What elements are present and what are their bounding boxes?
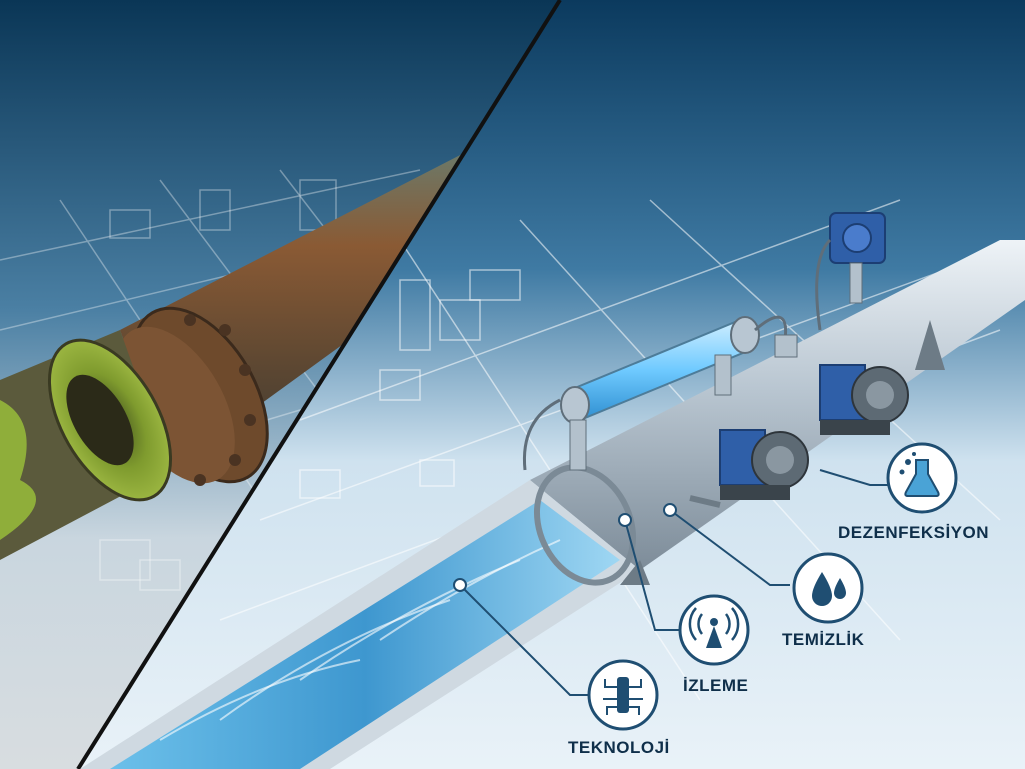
dosing-pump-2 [689, 429, 809, 508]
split-divider [76, 0, 562, 769]
leader-dots [453, 503, 677, 592]
sensor-transmitter [815, 212, 886, 331]
leader-lines [459, 469, 888, 696]
circuit-chip-icon [587, 659, 659, 731]
modern-pipe [80, 240, 1025, 769]
label-monitoring: İZLEME [683, 676, 749, 695]
dosing-pump-1 [819, 364, 909, 435]
flask-icon [886, 442, 958, 514]
label-cleaning: TEMİZLİK [782, 630, 865, 649]
water-drops-icon [792, 552, 864, 624]
signal-tower-icon [678, 594, 750, 666]
label-technology: TEKNOLOJİ [568, 738, 670, 757]
uv-reactor [522, 315, 798, 471]
label-disinfection: DEZENFEKSİYON [838, 523, 990, 542]
rusty-pipe [0, 150, 500, 560]
